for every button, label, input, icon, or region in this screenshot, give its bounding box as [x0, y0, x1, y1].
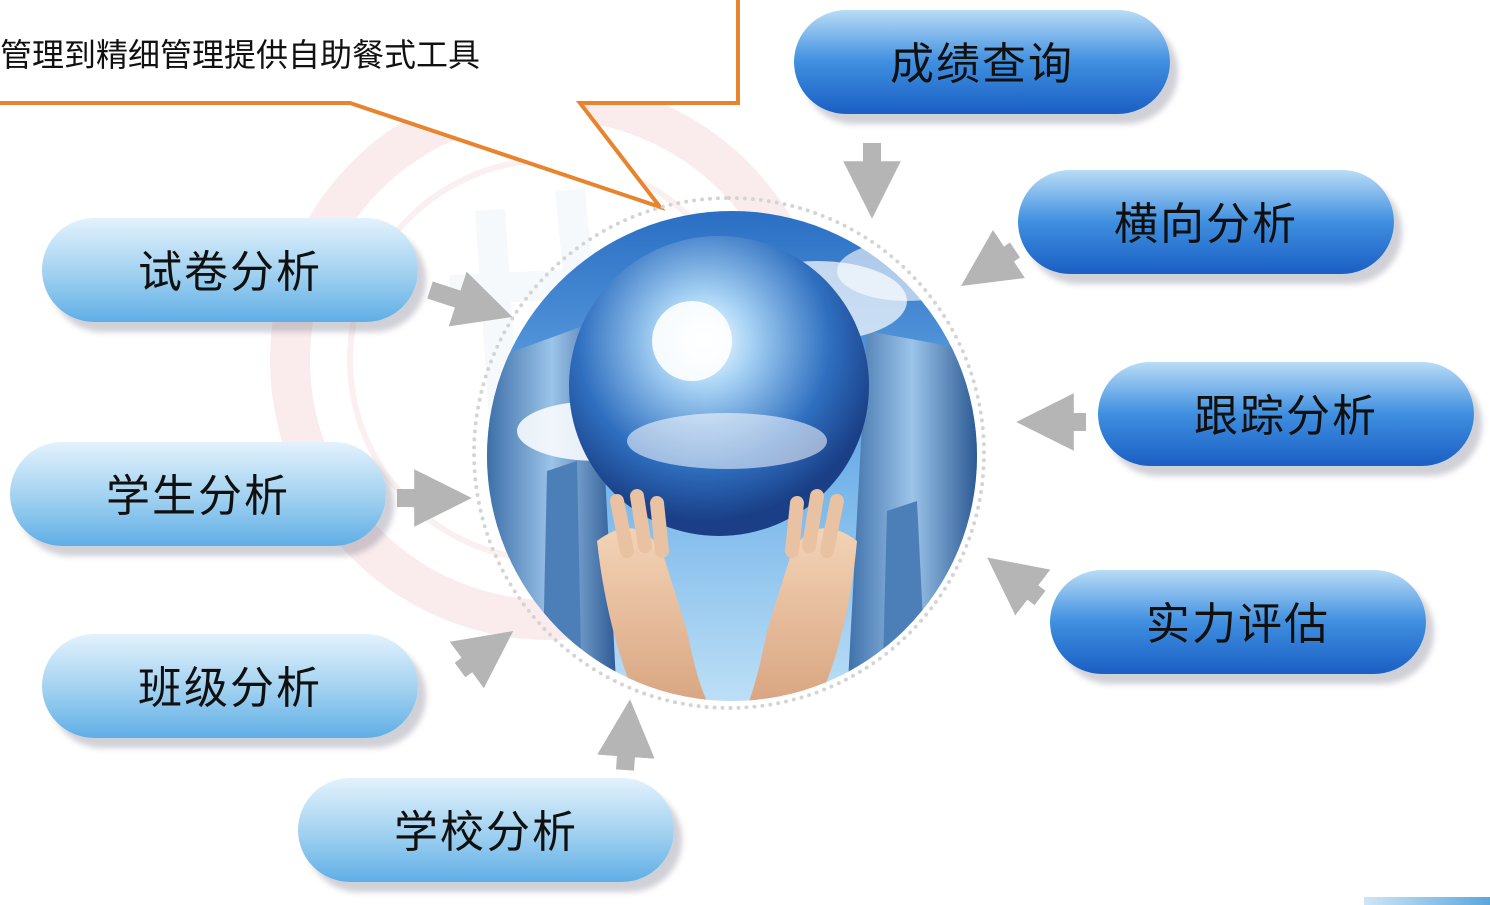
node-shili-pinggu[interactable]: 实力评估 [1050, 570, 1426, 674]
node-xuesheng-fenxi[interactable]: 学生分析 [10, 442, 386, 546]
node-label: 试卷分析 [138, 247, 322, 298]
node-label: 成绩查询 [890, 39, 1074, 90]
callout-text: 管理到精细管理提供自助餐式工具 [0, 36, 481, 74]
node-hengxiang-fenxi[interactable]: 横向分析 [1018, 170, 1394, 274]
arrow-shili [987, 557, 1051, 616]
globe-in-hands-icon [487, 211, 977, 701]
node-label: 学生分析 [106, 471, 290, 522]
node-xuexiao-fenxi[interactable]: 学校分析 [298, 778, 674, 882]
corner-decoration [1364, 897, 1490, 905]
node-label: 实力评估 [1146, 599, 1330, 650]
node-label: 横向分析 [1114, 199, 1298, 250]
node-shijuan-fenxi[interactable]: 试卷分析 [42, 218, 418, 322]
center-dotted-ring [472, 196, 986, 710]
node-label: 学校分析 [394, 807, 578, 858]
arrow-xuexiao [597, 699, 655, 771]
node-label: 班级分析 [138, 663, 322, 714]
node-banji-fenxi[interactable]: 班级分析 [42, 634, 418, 738]
node-genzong-fenxi[interactable]: 跟踪分析 [1098, 362, 1474, 466]
node-label: 跟踪分析 [1194, 391, 1378, 442]
arrow-hengxiang [961, 230, 1025, 286]
node-chengji-chaxun[interactable]: 成绩查询 [794, 10, 1170, 114]
